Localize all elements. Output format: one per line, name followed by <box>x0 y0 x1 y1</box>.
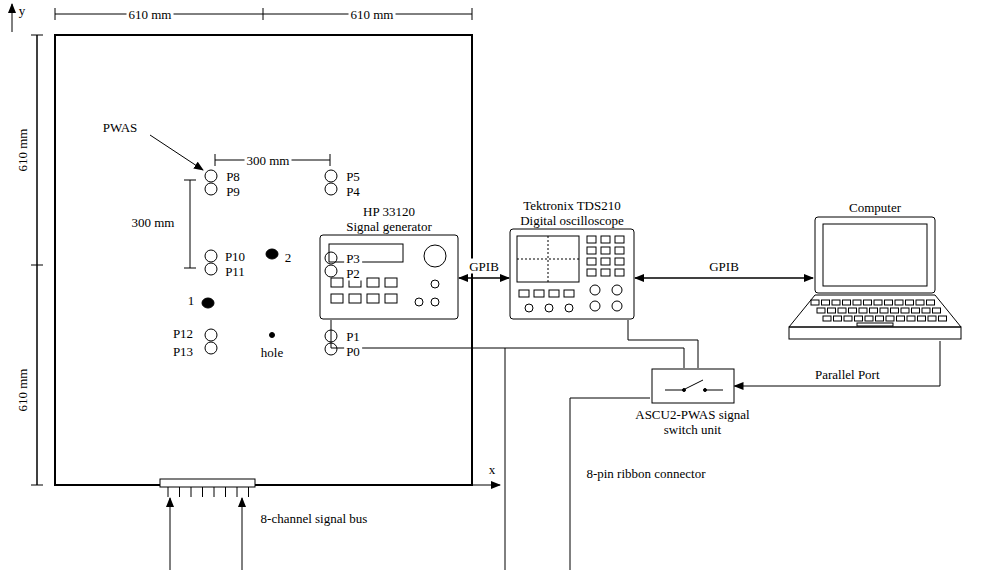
dimension-label: 610 mm <box>15 367 30 414</box>
sensor-label: PWAS <box>101 120 140 135</box>
computer-node: Computer <box>780 200 970 341</box>
dimension-tick <box>184 268 196 269</box>
gpib-link <box>635 277 813 279</box>
dimension-line <box>190 180 191 268</box>
sensor-label: P3 <box>344 251 362 266</box>
device-heading: Digital oscilloscope <box>520 213 624 228</box>
plate <box>55 35 472 485</box>
device-heading: HP 33120 <box>363 204 415 219</box>
dimension-label: 610 mm <box>15 127 30 174</box>
hole-mark <box>270 333 275 338</box>
sensor-label: P4 <box>344 184 362 199</box>
leader-line <box>150 135 203 170</box>
dimension-label: 610 mm <box>349 7 396 22</box>
dimension-tick <box>55 8 56 20</box>
dimension-label: 610 mm <box>127 7 174 22</box>
axis-label: y <box>17 3 28 18</box>
device-heading: Signal generator <box>346 219 432 234</box>
dimension-tick <box>472 8 473 20</box>
bus-label: 8-channel signal bus <box>259 511 370 526</box>
device-heading: Tektronix TDS210 <box>523 198 620 213</box>
dimension-tick <box>184 180 196 181</box>
device-heading: Computer <box>849 200 901 215</box>
sensor-label: P1 <box>344 329 362 344</box>
laptop-drawing <box>785 215 965 341</box>
switch-unit-drawing <box>651 368 735 404</box>
edge-label: GPIB <box>467 259 501 274</box>
y-axis <box>12 4 13 32</box>
dimension-label: 300 mm <box>130 215 177 230</box>
dimension-tick <box>215 154 216 166</box>
sensor-label: P11 <box>223 264 247 279</box>
oscilloscope-node: Tektronix TDS210Digital oscilloscope <box>506 198 638 320</box>
signal-generator-node: HP 33120Signal generator <box>318 204 460 320</box>
connector-label: 8-pin ribbon connector <box>584 466 707 481</box>
pwas-sensors <box>205 170 337 355</box>
plate-connector <box>160 479 255 487</box>
damage-mark <box>202 298 214 308</box>
sensor-label: P8 <box>224 169 242 184</box>
signal-bus <box>170 498 171 570</box>
x-axis <box>472 485 500 486</box>
switch-unit-node: ASCU2-PWAS signal switch unit <box>628 368 757 437</box>
gpib-link <box>459 277 509 279</box>
sensor-label: P0 <box>344 344 362 359</box>
dimension-label: 300 mm <box>245 153 292 168</box>
oscilloscope-drawing <box>509 228 635 320</box>
signal-wire <box>331 320 684 368</box>
bus-wire <box>505 348 506 570</box>
sensor-label: P12 <box>171 326 195 341</box>
axis-label: x <box>487 462 498 477</box>
signal-generator-drawing <box>319 234 459 320</box>
dimension-tick <box>31 485 43 486</box>
sensor-label: P13 <box>171 344 195 359</box>
control-link <box>735 341 941 386</box>
sensor-label: P2 <box>344 266 362 281</box>
sensor-label: P10 <box>223 249 247 264</box>
callout-number: 2 <box>283 250 294 265</box>
dimension-tick <box>31 35 43 36</box>
signal-wire <box>628 320 698 368</box>
damage-mark <box>266 249 278 259</box>
dimension-tick <box>330 154 331 166</box>
callout-number: 1 <box>186 293 197 308</box>
edge-label: GPIB <box>707 259 741 274</box>
sensor-label: P5 <box>344 169 362 184</box>
device-caption: ASCU2-PWAS signal switch unit <box>628 407 757 437</box>
dimension-line <box>36 35 38 485</box>
connector-pins <box>168 487 249 497</box>
edge-label: Parallel Port <box>813 367 882 382</box>
ribbon-wire <box>570 398 650 570</box>
sensor-label: P9 <box>224 184 242 199</box>
dimension-tick <box>31 265 43 266</box>
dimension-tick <box>263 8 264 20</box>
signal-bus <box>242 498 243 570</box>
hole-label: hole <box>259 345 285 360</box>
